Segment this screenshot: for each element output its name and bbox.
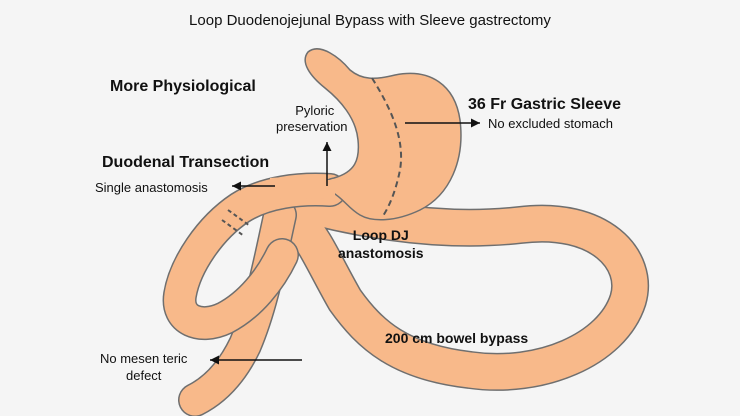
pylorus-segment bbox=[270, 177, 335, 200]
loop-dj-line-2: anastomosis bbox=[338, 245, 424, 261]
no-mesenteric-line-1: No mesen teric bbox=[100, 351, 188, 366]
small-bowel-loop-fill bbox=[272, 182, 648, 390]
gastric-sleeve bbox=[304, 48, 462, 221]
more-physiological-label: More Physiological bbox=[110, 78, 256, 95]
no-mesenteric-line-2: defect bbox=[126, 368, 162, 383]
duodenal-transection-line-2 bbox=[221, 219, 245, 237]
loop-dj-line-1: Loop DJ bbox=[352, 227, 409, 243]
no-mesenteric-defect-label: No mesen teric defect bbox=[100, 350, 187, 384]
duodenal-transection-line-1 bbox=[227, 209, 251, 227]
diagram-title: Loop Duodenojejunal Bypass with Sleeve g… bbox=[189, 12, 551, 29]
gastric-sleeve-label: 36 Fr Gastric Sleeve bbox=[468, 96, 621, 113]
no-excluded-stomach-label: No excluded stomach bbox=[488, 116, 614, 131]
single-anastomosis-label: Single anastomosis bbox=[95, 180, 208, 195]
pyloric-preservation-line-1: Pyloric bbox=[295, 103, 335, 118]
pyloric-preservation-label: Pyloric preservation bbox=[276, 103, 348, 135]
duodenal-transection-label: Duodenal Transection bbox=[102, 154, 270, 171]
bowel-bypass-label: 200 cm bowel bypass bbox=[385, 330, 529, 346]
sleeve-staple-line bbox=[371, 77, 403, 217]
pyloric-preservation-line-2: preservation bbox=[276, 119, 348, 134]
duodenal-limb-fill bbox=[164, 174, 346, 339]
loop-dj-label: Loop DJ anastomosis bbox=[338, 226, 424, 262]
